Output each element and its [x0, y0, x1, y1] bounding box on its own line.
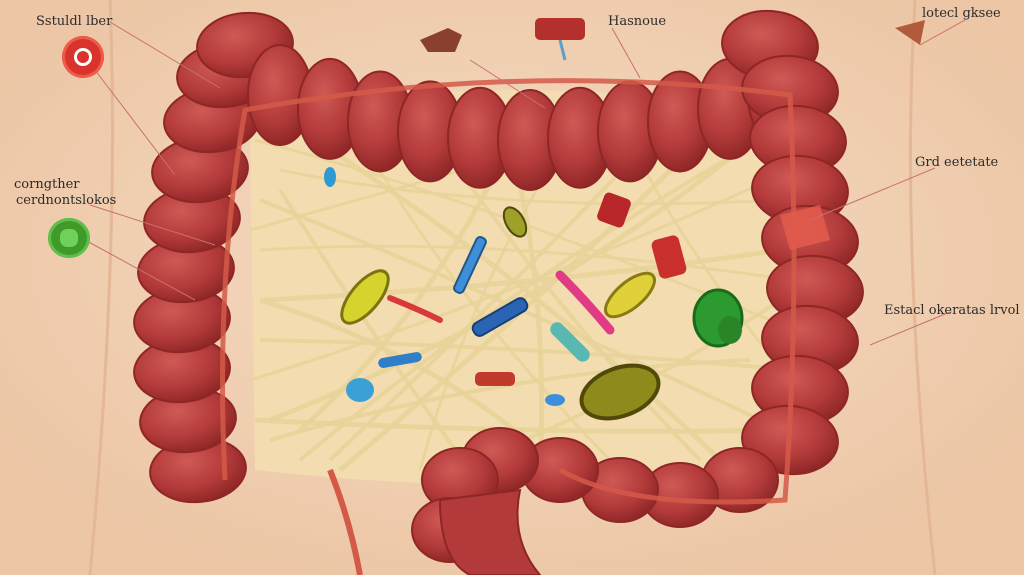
bacteria-red-3	[475, 372, 515, 386]
bacteria-green-inner	[718, 316, 742, 344]
bacteria-dot-2	[545, 394, 565, 406]
label-mid-left-2: cerdnontslokos	[16, 193, 116, 208]
red-bacteria-icon	[62, 36, 104, 78]
label-mid-left-1: corngther	[14, 177, 80, 192]
bacteria-cyan	[346, 378, 374, 402]
label-top-right: lotecl gksee	[922, 6, 1001, 21]
green-bacteria-icon-inner	[60, 229, 78, 247]
label-right-upper: Grd eetetate	[915, 155, 998, 170]
bacteria-dot-1	[324, 167, 336, 187]
label-right-lower: Estacl okeratas lrvol	[884, 303, 1020, 318]
red-bacteria-icon-inner	[74, 48, 92, 66]
green-bacteria-icon	[48, 218, 90, 258]
red-strips	[535, 18, 585, 40]
label-top-left: Sstuldl lber	[36, 14, 112, 29]
label-top-center: Hasnoue	[608, 14, 666, 29]
